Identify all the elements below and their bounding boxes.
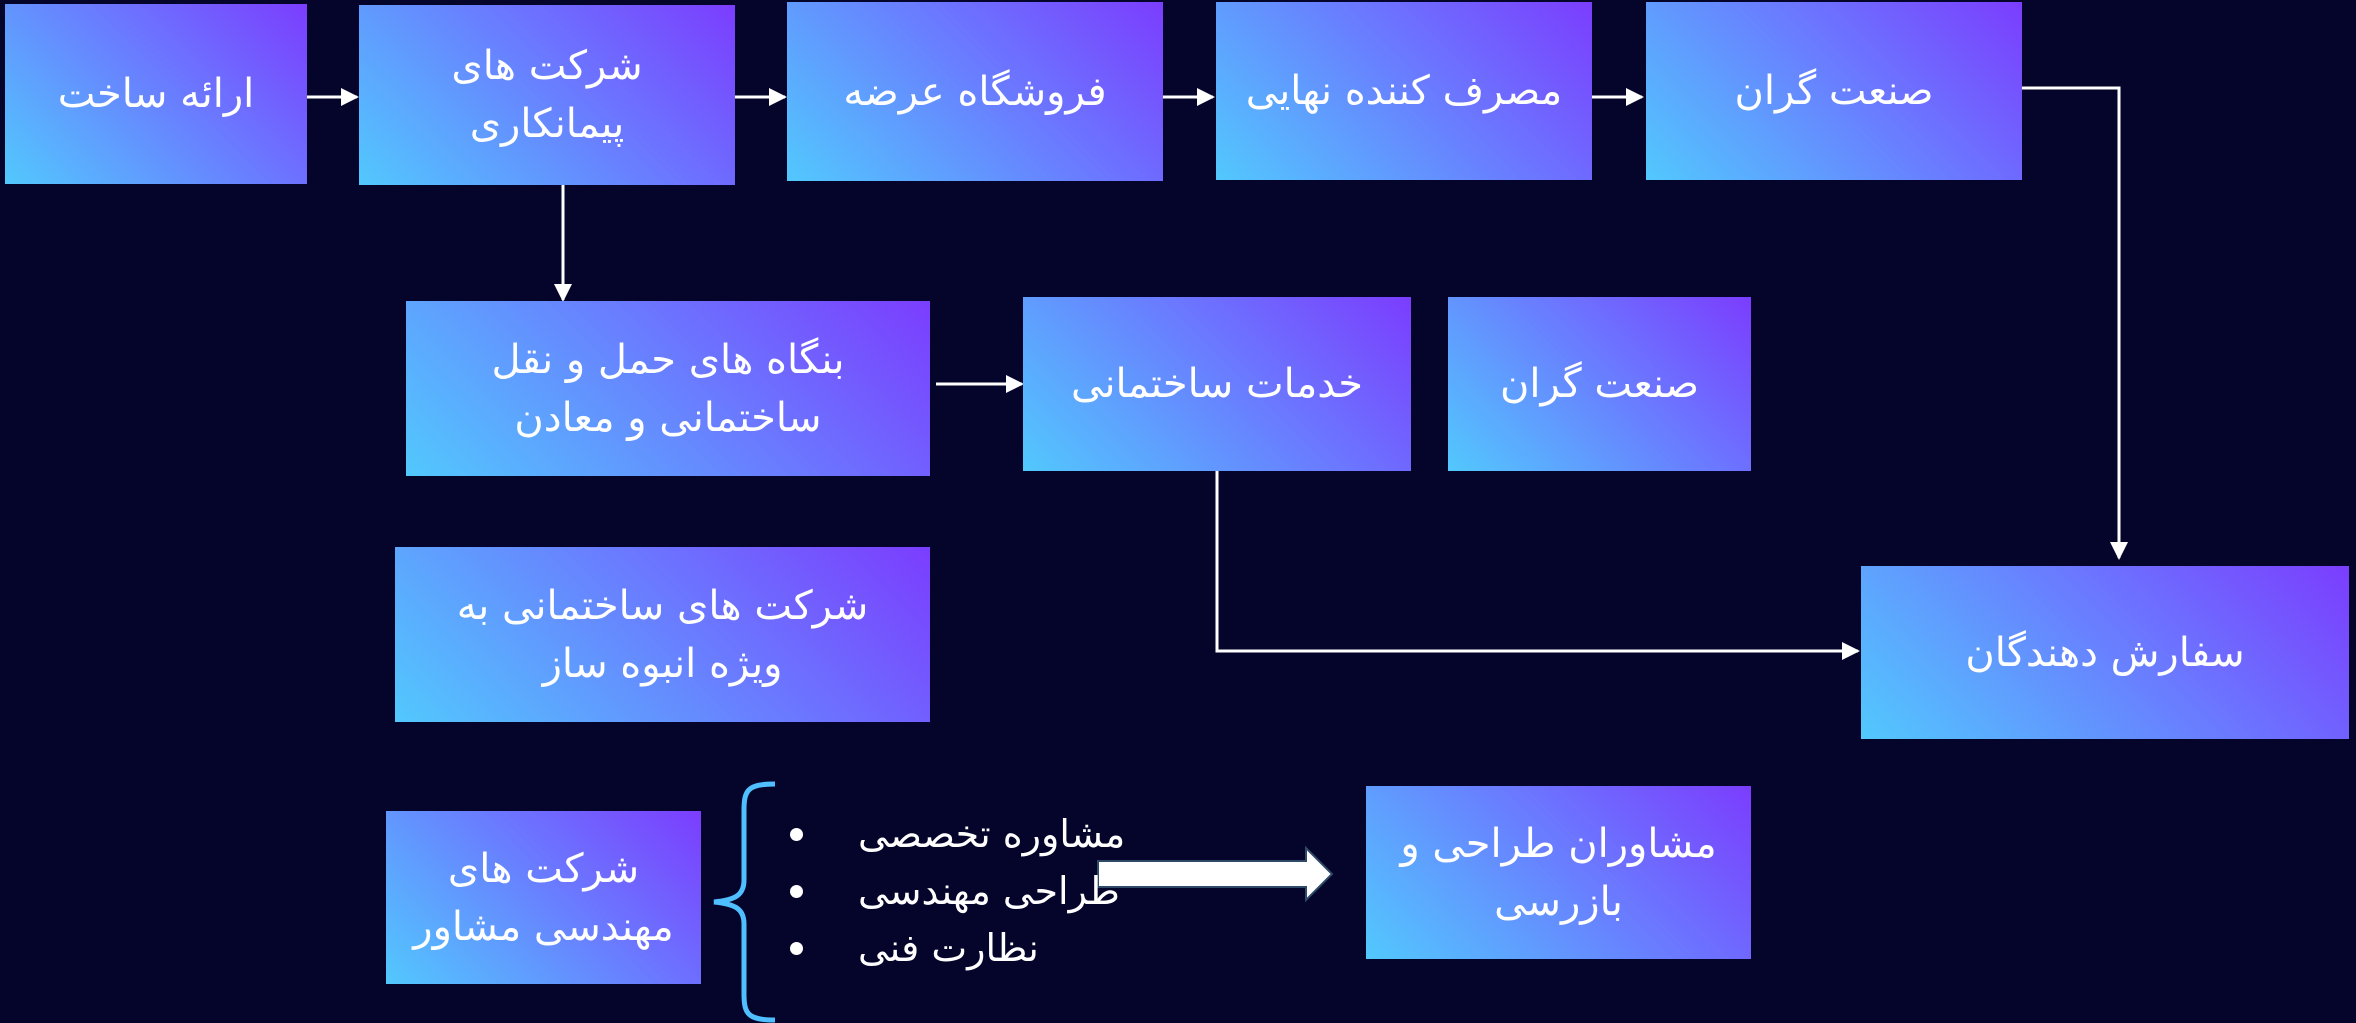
node-box: فروشگاه عرضه <box>787 2 1163 181</box>
bullet-dot <box>790 942 803 955</box>
node-label: شرکت های مهندسی مشاور <box>413 845 674 950</box>
bullet-list: مشاوره تخصصی طراحی مهندسی نظارت فنی <box>778 806 1125 977</box>
node-label: صنعت گران <box>1734 68 1934 114</box>
node-box: ارائه ساخت <box>5 4 307 184</box>
big-right-arrow <box>1097 845 1334 903</box>
node-label: مشاوران طراحی و بازرسی <box>1400 820 1717 925</box>
curly-brace <box>713 781 776 1023</box>
bullet-text: مشاوره تخصصی <box>858 812 1126 856</box>
node-label: شرکت های ساختمانی به ویژه انبوه ساز <box>456 582 869 687</box>
node-label: بنگاه های حمل و نقل ساختمانی و معادن <box>491 336 845 441</box>
bullet-item: نظارت فنی <box>778 920 1125 977</box>
arrow-n7-to-n10 <box>1215 471 1860 660</box>
node-label: سفارش دهندگان <box>1965 629 2245 676</box>
node-label: فروشگاه عرضه <box>843 68 1107 115</box>
node-box: سفارش دهندگان <box>1861 566 2349 739</box>
arrow-n5-to-n10 <box>2021 86 2128 560</box>
node-box: صنعت گران <box>1646 2 2022 180</box>
bullet-item: مشاوره تخصصی <box>778 806 1125 863</box>
node-box: شرکت های مهندسی مشاور <box>386 811 701 984</box>
bullet-text: نظارت فنی <box>858 926 1039 970</box>
node-box: مشاوران طراحی و بازرسی <box>1366 786 1751 959</box>
node-box: خدمات ساختمانی <box>1023 297 1411 471</box>
node-label: مصرف کننده نهایی <box>1245 68 1563 114</box>
bullet-dot <box>790 828 803 841</box>
bullet-dot <box>790 885 803 898</box>
node-label: خدمات ساختمانی <box>1071 361 1363 407</box>
node-label: ارائه ساخت <box>57 71 255 117</box>
node-box: بنگاه های حمل و نقل ساختمانی و معادن <box>406 301 930 476</box>
node-box: صنعت گران <box>1448 297 1751 471</box>
bullet-text: طراحی مهندسی <box>858 869 1120 913</box>
node-box: مصرف کننده نهایی <box>1216 2 1592 180</box>
node-label: صنعت گران <box>1500 361 1699 407</box>
node-box: شرکت های پیمانکاری <box>359 5 735 185</box>
bullet-item: طراحی مهندسی <box>778 863 1125 920</box>
node-box: شرکت های ساختمانی به ویژه انبوه ساز <box>395 547 930 722</box>
node-label: شرکت های پیمانکاری <box>451 43 643 147</box>
